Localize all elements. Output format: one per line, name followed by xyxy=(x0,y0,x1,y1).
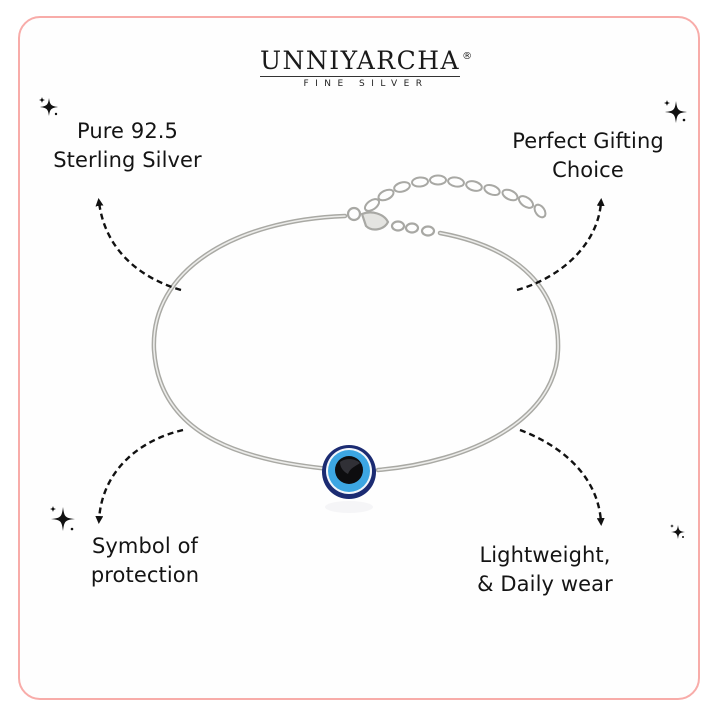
feature-line: Pure 92.5 xyxy=(76,119,179,143)
registered-mark: ® xyxy=(462,51,473,62)
brand-name: UNNIYARCHA® xyxy=(259,46,472,77)
feature-line: Lightweight, xyxy=(479,543,611,567)
feature-line: protection xyxy=(90,563,200,587)
feature-protection: Symbol of protection xyxy=(60,532,230,590)
feature-line: Sterling Silver xyxy=(53,148,202,172)
brand-logo: UNNIYARCHA® FINE SILVER xyxy=(0,48,720,89)
brand-name-text: UNNIYARCHA xyxy=(259,46,461,75)
feature-sterling-silver: Pure 92.5 Sterling Silver xyxy=(30,117,225,175)
feature-line: Perfect Gifting xyxy=(512,129,664,153)
feature-line: Symbol of xyxy=(91,534,199,558)
brand-tagline: FINE SILVER xyxy=(303,79,429,89)
feature-gifting: Perfect Gifting Choice xyxy=(488,127,688,185)
card-frame xyxy=(18,16,700,700)
feature-lightweight: Lightweight, & Daily wear xyxy=(440,541,650,599)
feature-line: & Daily wear xyxy=(477,572,613,596)
feature-line: Choice xyxy=(552,158,624,182)
